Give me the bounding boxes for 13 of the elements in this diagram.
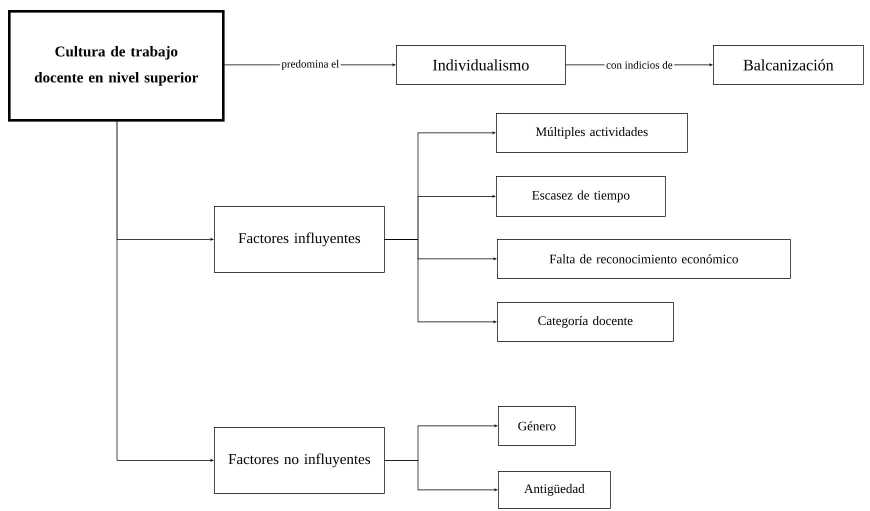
- process-box: Factores no influyentes: [214, 426, 385, 494]
- process-box: Escasez de tiempo: [496, 176, 666, 217]
- process-box: Factores influyentes: [214, 206, 385, 273]
- process-box: Múltiples actividades: [496, 113, 688, 153]
- process-box: Antigüedad: [498, 470, 611, 509]
- edge-label: con indicios de: [604, 59, 674, 70]
- process-box: Balcanización: [713, 45, 864, 85]
- process-box: Cultura de trabajo docente en nivel superior: [8, 10, 225, 122]
- edge-label: predomina el: [280, 58, 341, 72]
- process-box: Género: [498, 406, 576, 446]
- process-box: Categoría docente: [497, 302, 674, 342]
- process-box: Individualismo: [396, 45, 566, 85]
- process-box: Falta de reconocimiento económico: [497, 239, 791, 279]
